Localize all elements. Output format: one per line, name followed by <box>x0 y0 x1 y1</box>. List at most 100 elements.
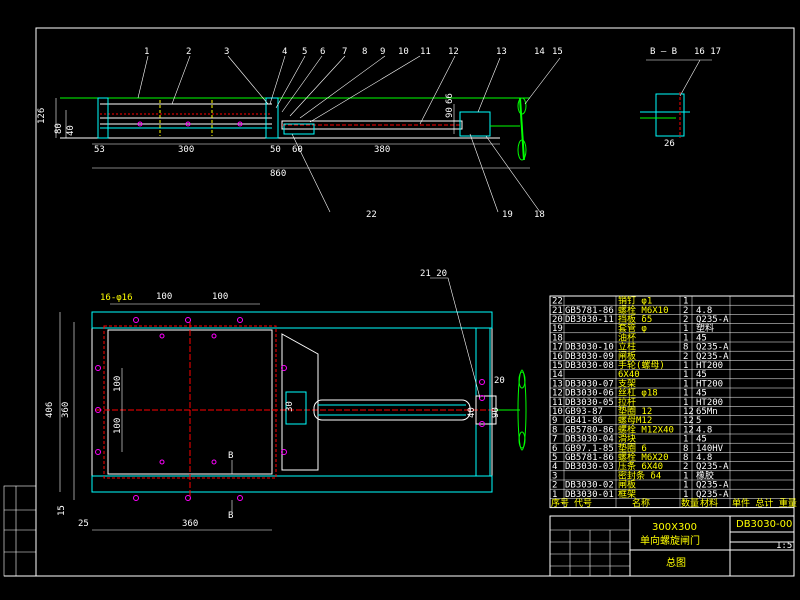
callout-3: 3 <box>224 47 229 57</box>
bom-cell-name: 手轮(螺母) <box>618 359 665 371</box>
callout-19: 19 <box>502 210 513 220</box>
bom-cell-qty: 1 <box>683 379 688 389</box>
bom-cell-no: 12 <box>552 389 563 399</box>
bolt-mark <box>185 121 191 127</box>
bom-cell-no: 2 <box>552 481 557 491</box>
bom-cell-code: DB3030-04 <box>565 435 614 445</box>
leader <box>679 59 701 97</box>
title-spec: 300X300 <box>652 522 697 533</box>
slider-plate <box>281 333 319 471</box>
bom-cell-name: 立柱 <box>618 341 636 353</box>
bom-cell-qty: 1 <box>683 481 688 491</box>
callout-10: 10 <box>398 47 409 57</box>
title-block: 300X300 单向螺旋闸门 DB3030-00 总图 1:5 <box>549 515 795 577</box>
plan-view <box>55 55 561 213</box>
leader <box>291 133 331 213</box>
bolt-mark <box>237 121 243 127</box>
bom-cell-code: GB97.1-85 <box>565 444 614 454</box>
plan-dims: 126 80 40 53 300 50 60 380 860 90 66 <box>37 93 455 179</box>
bom-cell-code: GB5781-86 <box>565 306 614 316</box>
bom-cell-qty: 2 <box>683 352 688 362</box>
bom-frame <box>549 295 795 509</box>
dim-66: 66 <box>445 93 455 104</box>
leader <box>289 55 346 117</box>
bom-cell-code: DB3030-10 <box>565 343 614 353</box>
bom-cell-no: 16 <box>552 352 563 362</box>
bom-cell-no: 6 <box>552 444 557 454</box>
bom-cell-name: 滑块 <box>618 433 636 445</box>
slider <box>283 123 315 135</box>
callout-7: 7 <box>342 47 347 57</box>
front-view <box>59 277 527 531</box>
section-marker-bottom: B <box>228 511 233 521</box>
bom-cell-code: DB3030-06 <box>565 389 614 399</box>
callout-6: 6 <box>320 47 325 57</box>
callout-4: 4 <box>282 47 287 57</box>
dim-360-h: 360 <box>182 519 198 529</box>
section-shape <box>655 93 685 137</box>
bom-cell-no: 20 <box>552 315 563 325</box>
bom-cell-material: 4.8 <box>696 425 712 435</box>
dim-860: 860 <box>270 169 286 179</box>
bom-cell-no: 13 <box>552 379 563 389</box>
bom-cell-code: GB5780-86 <box>565 425 614 435</box>
dim-53: 53 <box>94 145 105 155</box>
bom-cell-no: 19 <box>552 324 563 334</box>
bom-cell-name: 闸板 <box>618 479 636 491</box>
dim-90-top: 90 <box>445 107 455 118</box>
bom-cell-qty: 1 <box>683 490 688 500</box>
bom-header-code: 代号 <box>574 498 592 509</box>
dim-50: 50 <box>270 145 281 155</box>
dim-40: 40 <box>66 125 76 136</box>
handwheel-bottom <box>517 139 527 161</box>
bom-cell-name: 丝杠 φ18 <box>618 387 658 399</box>
callout-2: 2 <box>186 47 191 57</box>
bom-cell-name: 密封条 δ4 <box>618 469 661 481</box>
dim-126: 126 <box>37 108 47 124</box>
bom-cell-qty: 1 <box>683 435 688 445</box>
leader <box>269 55 286 105</box>
bom-cell-name: 6X40 <box>618 370 640 380</box>
bom-cell-name: 螺母M12 <box>618 415 652 426</box>
bom-cell-material: 橡胶 <box>696 469 714 481</box>
bom-cell-code: DB3030-02 <box>565 481 614 491</box>
leader <box>430 277 481 399</box>
bom-cell-no: 4 <box>552 462 557 472</box>
bom-cell-material: 4.8 <box>696 306 712 316</box>
plan-flange-left <box>97 97 109 139</box>
bom-header-material: 材料 <box>700 497 718 509</box>
hole-note: 16-φ16 <box>100 293 133 303</box>
callout-14: 14 <box>534 47 545 57</box>
bom-cell-name: 压条 6X40 <box>618 460 663 472</box>
callout-12: 12 <box>448 47 459 57</box>
leader <box>299 55 386 119</box>
bom-cell-code: GB93-87 <box>565 407 603 417</box>
dim-360-v: 360 <box>61 402 71 418</box>
front-bottom-rail <box>91 475 493 493</box>
bom-cell-qty: 8 <box>683 444 688 454</box>
bom-cell-qty: 1 <box>683 370 688 380</box>
bom-cell-code: DB3030-03 <box>565 462 614 472</box>
bom-cell-no: 7 <box>552 435 557 445</box>
leader <box>171 55 191 105</box>
bom-cell-material: Q235-A <box>696 315 729 325</box>
wheel-rim <box>517 369 527 451</box>
bom-cell-name: 拉杆 <box>618 396 636 408</box>
bom-cell-name: 螺栓 M12X40 <box>618 423 674 435</box>
slider-block <box>285 391 307 425</box>
callout-22: 22 <box>366 210 377 220</box>
bom-cell-no: 8 <box>552 425 557 435</box>
leader <box>227 55 269 105</box>
bom-cell-code: GB41-86 <box>565 416 603 426</box>
bom-cell-no: 11 <box>552 398 563 408</box>
callout-16-17: 16 17 <box>694 47 721 57</box>
title-name: 单向螺旋闸门 <box>640 534 700 547</box>
section-b-b: B — B 16 17 26 <box>640 47 721 149</box>
leader <box>275 55 306 109</box>
bom-cell-material: HT200 <box>696 398 723 408</box>
callout-11: 11 <box>420 47 431 57</box>
drawing-frame <box>35 27 795 577</box>
bom-cell-material: 塑料 <box>696 322 714 334</box>
